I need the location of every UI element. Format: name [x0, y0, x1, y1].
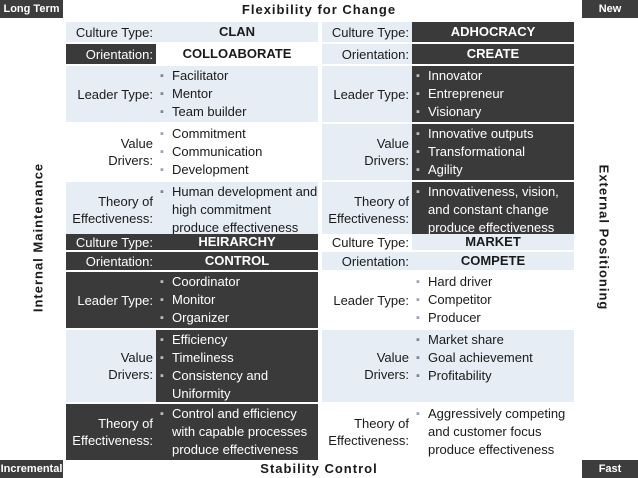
orientation-value: CONTROL — [156, 252, 318, 270]
list-item: Facilitator — [160, 67, 318, 85]
quadrant-market: Culture Type: MARKET Orientation: COMPET… — [322, 234, 574, 460]
list-item: Goal achievement — [416, 349, 574, 367]
axis-top-label: Flexibility for Change — [241, 2, 397, 17]
leader-type-label: Leader Type: — [66, 272, 156, 328]
leader-type-list: Facilitator Mentor Team builder — [156, 66, 318, 122]
list-item: Market share — [416, 331, 574, 349]
culture-type-label: Culture Type: — [322, 234, 412, 250]
list-item: Commitment — [160, 125, 318, 143]
axis-left-label: Internal Maintenance — [30, 162, 46, 313]
list-item: Producer — [416, 309, 574, 327]
orientation-value: COMPETE — [412, 252, 574, 270]
list-item: Communication — [160, 143, 318, 161]
list-item: Innovativeness, vision, and constant cha… — [416, 183, 574, 237]
quadrant-clan: Culture Type: CLAN Orientation: COLLOABO… — [66, 22, 318, 238]
quadrant-hierarchy: Culture Type: HEIRARCHY Orientation: CON… — [66, 234, 318, 460]
list-item: Mentor — [160, 85, 318, 103]
list-item: Development — [160, 161, 318, 179]
leader-type-list: Hard driver Competitor Producer — [412, 272, 574, 328]
list-item: Team builder — [160, 103, 318, 121]
list-item: Visionary — [416, 103, 574, 121]
orientation-value: COLLOABORATE — [156, 44, 318, 64]
value-drivers-list: Innovative outputs Transformational Agil… — [412, 124, 574, 180]
list-item: Consistency and Uniformity — [160, 367, 318, 403]
corner-long-term: Long Term — [0, 0, 63, 18]
orientation-value: CREATE — [412, 44, 574, 64]
list-item: Timeliness — [160, 349, 318, 367]
theory-value: Innovativeness, vision, and constant cha… — [412, 182, 574, 238]
list-item: Hard driver — [416, 273, 574, 291]
axis-bottom-label: Stability Control — [260, 461, 378, 476]
value-drivers-list: Efficiency Timeliness Consistency and Un… — [156, 330, 318, 402]
leader-type-label: Leader Type: — [322, 66, 412, 122]
list-item: Organizer — [160, 309, 318, 327]
theory-value: Human development and high commitment pr… — [156, 182, 318, 238]
value-drivers-list: Market share Goal achievement Profitabil… — [412, 330, 574, 402]
list-item: Transformational — [416, 143, 574, 161]
leader-type-list: Coordinator Monitor Organizer — [156, 272, 318, 328]
list-item: Agility — [416, 161, 574, 179]
theory-value: Aggressively competing and customer focu… — [412, 404, 574, 460]
culture-type-value: MARKET — [412, 234, 574, 250]
culture-type-label: Culture Type: — [322, 22, 412, 42]
theory-value: Control and efficiency with capable proc… — [156, 404, 318, 460]
list-item: Control and efficiency with capable proc… — [160, 405, 318, 459]
list-item: Monitor — [160, 291, 318, 309]
orientation-label: Orientation: — [66, 44, 156, 64]
value-drivers-list: Commitment Communication Development — [156, 124, 318, 180]
culture-type-value: HEIRARCHY — [156, 234, 318, 250]
culture-type-value: ADHOCRACY — [412, 22, 574, 42]
leader-type-list: Innovator Entrepreneur Visionary — [412, 66, 574, 122]
culture-type-label: Culture Type: — [66, 234, 156, 250]
leader-type-label: Leader Type: — [322, 272, 412, 328]
corner-fast: Fast — [582, 460, 638, 478]
leader-type-label: Leader Type: — [66, 66, 156, 122]
list-item: Coordinator — [160, 273, 318, 291]
list-item: Innovator — [416, 67, 574, 85]
quadrant-adhocracy: Culture Type: ADHOCRACY Orientation: CRE… — [322, 22, 574, 238]
list-item: Aggressively competing and customer focu… — [416, 405, 574, 459]
orientation-label: Orientation: — [322, 44, 412, 64]
orientation-label: Orientation: — [66, 252, 156, 270]
list-item: Profitability — [416, 367, 574, 385]
axis-right-label: External Positioning — [596, 164, 612, 311]
list-item: Entrepreneur — [416, 85, 574, 103]
corner-incremental: Incremental — [0, 460, 63, 478]
culture-type-label: Culture Type: — [66, 22, 156, 42]
list-item: Efficiency — [160, 331, 318, 349]
corner-new: New — [582, 0, 638, 18]
orientation-label: Orientation: — [322, 252, 412, 270]
list-item: Innovative outputs — [416, 125, 574, 143]
list-item: Competitor — [416, 291, 574, 309]
culture-type-value: CLAN — [156, 22, 318, 42]
list-item: Human development and high commitment pr… — [160, 183, 318, 237]
